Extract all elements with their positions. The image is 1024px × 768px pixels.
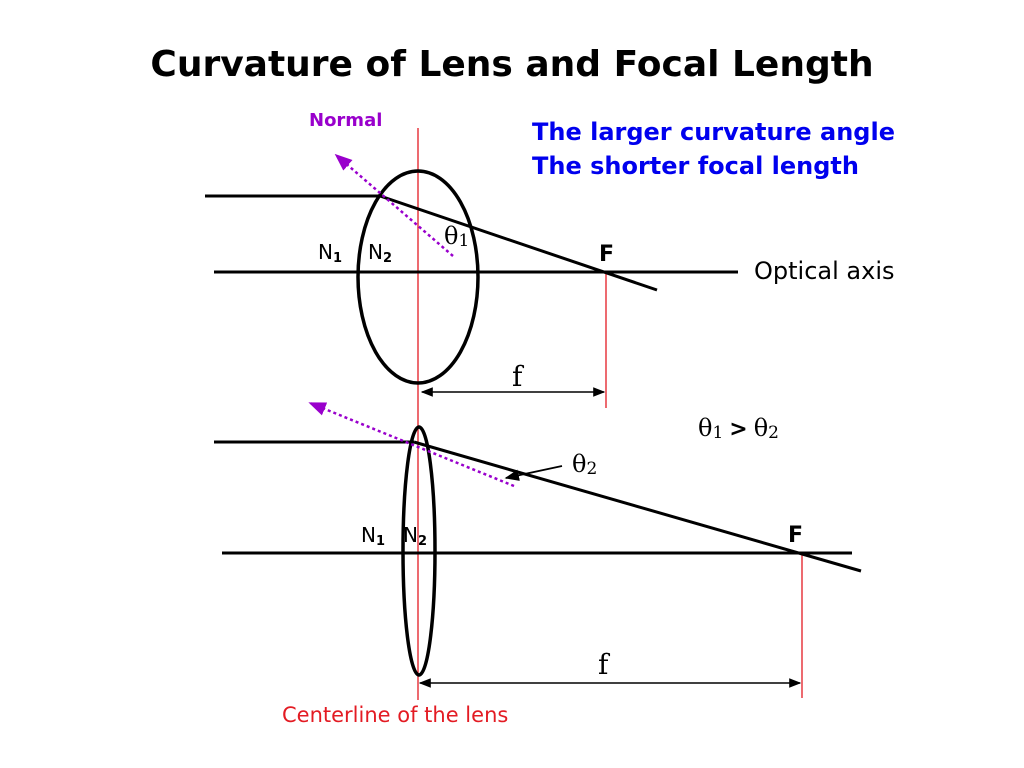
focus-label-bottom: F (788, 523, 804, 548)
n2-label-top: N2 (368, 240, 393, 266)
focal-length-label-top: f (512, 360, 523, 393)
note-larger-curvature: The larger curvature angle (532, 118, 895, 146)
focus-label-top: F (599, 242, 615, 267)
note-shorter-focal-length: The shorter focal length (532, 152, 859, 180)
refracted-ray-top (379, 194, 658, 292)
theta2-label: θ2 (572, 450, 598, 479)
thin-lens (401, 425, 437, 677)
optical-axis-label: Optical axis (754, 257, 895, 285)
n2-label-bottom: N2 (403, 523, 428, 549)
theta1-label: θ1 (444, 222, 470, 251)
theta-comparison: θ1>θ2 (698, 414, 779, 443)
theta2-pointer (504, 465, 563, 481)
thick-lens (356, 169, 480, 385)
n1-label-top: N1 (318, 240, 343, 266)
normal-label: Normal (309, 110, 383, 131)
refracted-ray-bottom (413, 440, 862, 573)
centerline-label: Centerline of the lens (282, 703, 509, 727)
n1-label-bottom: N1 (361, 523, 386, 549)
focal-length-label-bottom: f (598, 648, 609, 681)
normal-line-bottom (308, 401, 515, 488)
slide-title: Curvature of Lens and Focal Length (150, 44, 874, 85)
normal-line-top (334, 153, 454, 257)
